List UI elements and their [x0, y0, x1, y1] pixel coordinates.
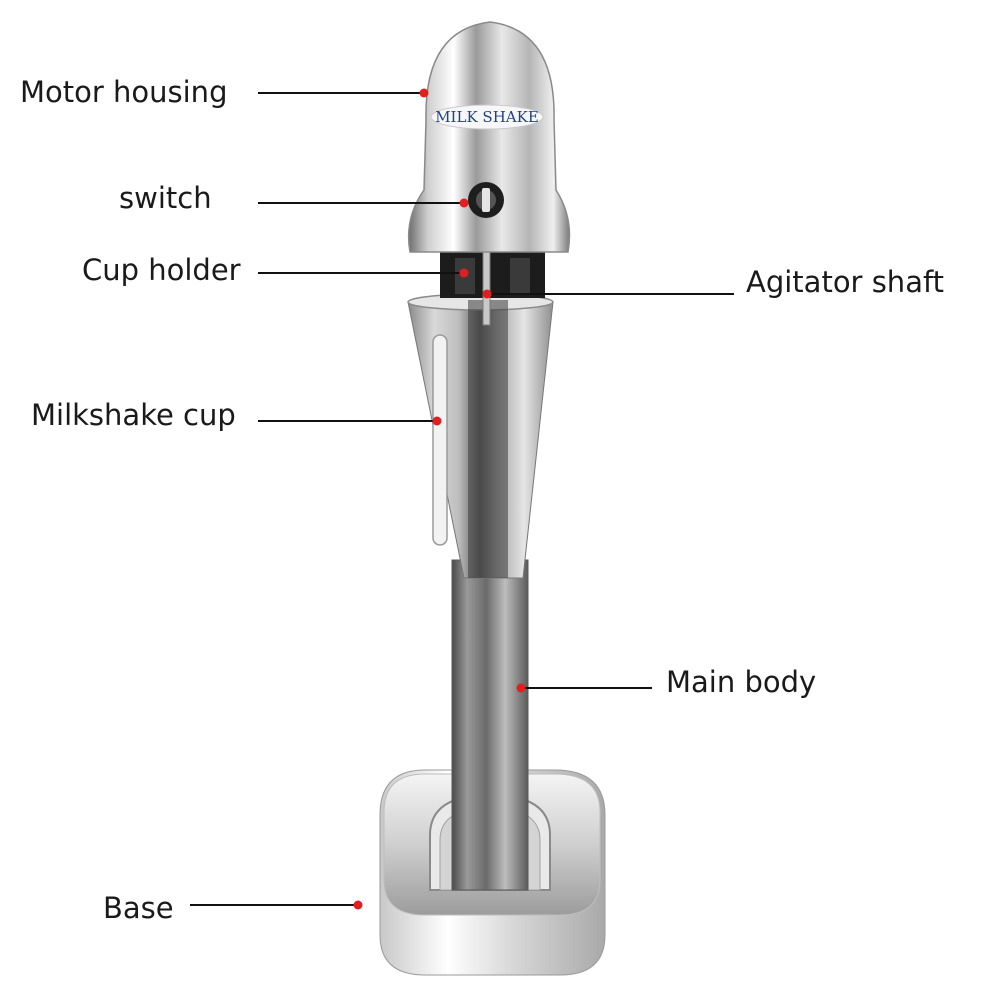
label-agitator-shaft: Agitator shaft	[746, 265, 945, 299]
main-body-shape	[451, 559, 529, 891]
agitator-shaft-shape	[482, 244, 491, 326]
switch-knob-shape	[468, 182, 504, 218]
marker-dot-main-body	[516, 683, 526, 693]
marker-dot-cup-holder	[459, 268, 469, 278]
label-switch: switch	[119, 181, 212, 215]
marker-dot-switch	[459, 198, 469, 208]
marker-dot-motor-housing	[419, 88, 429, 98]
label-milkshake-cup: Milkshake cup	[31, 398, 236, 432]
marker-dot-milkshake-cup	[432, 416, 442, 426]
motor-housing-shape: MILK SHAKE	[407, 21, 571, 253]
brand-text: MILK SHAKE	[435, 108, 539, 126]
cup-holder-shape	[440, 252, 545, 298]
label-base: Base	[103, 891, 174, 925]
label-motor-housing: Motor housing	[20, 75, 228, 109]
marker-dot-agitator-shaft	[482, 289, 492, 299]
marker-dot-base	[353, 900, 363, 910]
label-main-body: Main body	[666, 665, 817, 699]
milkshake-cup-shape	[407, 293, 554, 579]
label-cup-holder: Cup holder	[82, 253, 241, 287]
